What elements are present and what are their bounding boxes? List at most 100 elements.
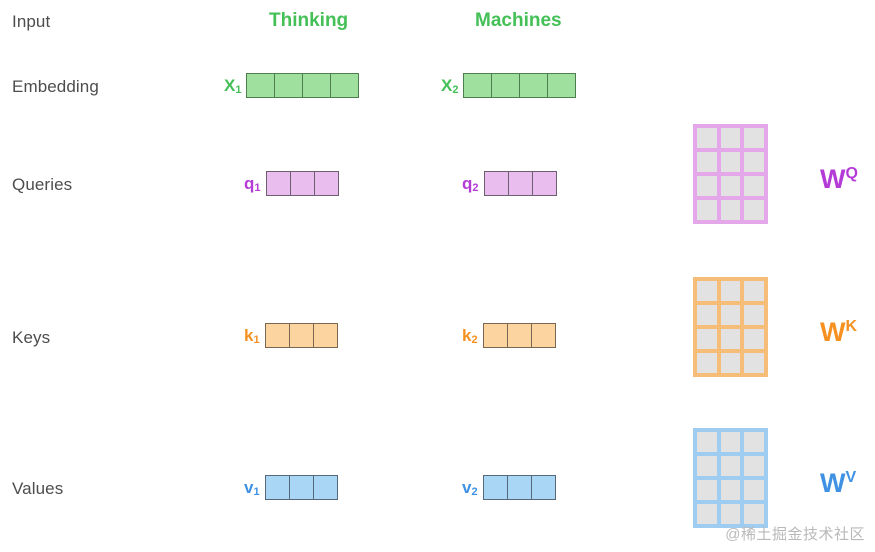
matrix-cell <box>697 456 717 476</box>
matrix-cell <box>720 432 741 452</box>
matrix-cell <box>744 480 764 500</box>
values-vector-v2: v2 <box>462 475 556 500</box>
vector-cell <box>264 323 290 348</box>
vector-cell <box>482 323 508 348</box>
vector-cell <box>463 73 493 98</box>
vector-cell <box>506 475 532 500</box>
weight-matrix-label-wv: WV <box>820 468 857 498</box>
vector-cell <box>288 323 314 348</box>
weight-matrix-label-wk: WK <box>820 317 858 347</box>
vector-cell <box>264 475 290 500</box>
vector-cell <box>312 323 338 348</box>
queries-vector-q1: q1 <box>244 171 339 196</box>
vector-cell <box>547 73 577 98</box>
vector-cell <box>530 475 556 500</box>
embedding-vector-x2: X2 <box>441 73 577 98</box>
matrix-cell <box>744 432 764 452</box>
weight-matrix-wk <box>693 277 768 377</box>
watermark: @稀土掘金技术社区 <box>725 526 865 543</box>
vector-label-q2: q2 <box>462 174 479 194</box>
vector-label-q1: q1 <box>244 174 261 194</box>
vector-cells-x1 <box>246 73 360 98</box>
vector-cells-v2 <box>482 475 556 500</box>
word-header-machines: Machines <box>475 10 562 31</box>
matrix-cell <box>697 128 717 148</box>
word-header-thinking: Thinking <box>269 10 349 31</box>
matrix-cell <box>744 200 764 220</box>
queries-vector-q2: q2 <box>462 171 557 196</box>
embedding-vector-x1: X1 <box>224 73 360 98</box>
matrix-cell <box>720 176 741 196</box>
vector-cells-q2 <box>483 171 557 196</box>
vector-cell <box>288 475 314 500</box>
matrix-cell <box>697 480 717 500</box>
vector-cells-k1 <box>264 323 338 348</box>
row-label-input: Input <box>12 12 51 31</box>
matrix-cell <box>720 152 741 172</box>
matrix-cell <box>697 353 717 373</box>
matrix-cell <box>744 176 764 196</box>
vector-cell <box>302 73 332 98</box>
matrix-cell <box>720 281 741 301</box>
matrix-cell <box>720 200 741 220</box>
matrix-cell <box>744 152 764 172</box>
matrix-cell <box>697 329 717 349</box>
keys-vector-k1: k1 <box>244 323 338 348</box>
matrix-cell <box>720 305 741 325</box>
matrix-cell <box>744 281 764 301</box>
row-label-values: Values <box>12 479 64 498</box>
vector-cells-x2 <box>463 73 577 98</box>
matrix-cell <box>720 504 741 524</box>
values-vector-v1: v1 <box>244 475 338 500</box>
matrix-cell <box>697 281 717 301</box>
matrix-cell <box>720 128 741 148</box>
matrix-cell <box>744 329 764 349</box>
vector-cell <box>312 475 338 500</box>
matrix-cell <box>744 128 764 148</box>
vector-cell <box>491 73 521 98</box>
matrix-cell <box>697 200 717 220</box>
vector-cell <box>313 171 339 196</box>
vector-label-v1: v1 <box>244 478 260 498</box>
weight-matrix-wq <box>693 124 768 224</box>
vector-cell <box>507 171 533 196</box>
vector-cells-v1 <box>264 475 338 500</box>
matrix-cell <box>697 152 717 172</box>
keys-vector-k2: k2 <box>462 323 556 348</box>
vector-label-k1: k1 <box>244 326 260 346</box>
matrix-cell <box>744 456 764 476</box>
matrix-cell <box>720 456 741 476</box>
matrix-cell <box>744 504 764 524</box>
matrix-cell <box>744 353 764 373</box>
vector-cell <box>506 323 532 348</box>
matrix-cell <box>720 480 741 500</box>
matrix-cell <box>697 305 717 325</box>
matrix-cell <box>697 176 717 196</box>
vector-cell <box>483 171 509 196</box>
vector-cell <box>519 73 549 98</box>
vector-cell <box>531 171 557 196</box>
vector-cell <box>289 171 315 196</box>
row-label-queries: Queries <box>12 175 73 194</box>
row-label-embedding: Embedding <box>12 77 99 96</box>
matrix-cell <box>720 353 741 373</box>
row-label-keys: Keys <box>12 328 51 347</box>
vector-cell <box>246 73 276 98</box>
vector-cell <box>265 171 291 196</box>
matrix-cell <box>720 329 741 349</box>
matrix-cell <box>697 504 717 524</box>
vector-label-x2: X2 <box>441 76 459 96</box>
vector-cells-q1 <box>265 171 339 196</box>
weight-matrix-wv <box>693 428 768 528</box>
vector-label-v2: v2 <box>462 478 478 498</box>
vector-cells-k2 <box>482 323 556 348</box>
vector-cell <box>274 73 304 98</box>
matrix-cell <box>697 432 717 452</box>
vector-label-k2: k2 <box>462 326 478 346</box>
vector-cell <box>530 323 556 348</box>
vector-cell <box>482 475 508 500</box>
matrix-cell <box>744 305 764 325</box>
vector-label-x1: X1 <box>224 76 242 96</box>
weight-matrix-label-wq: WQ <box>820 164 858 194</box>
